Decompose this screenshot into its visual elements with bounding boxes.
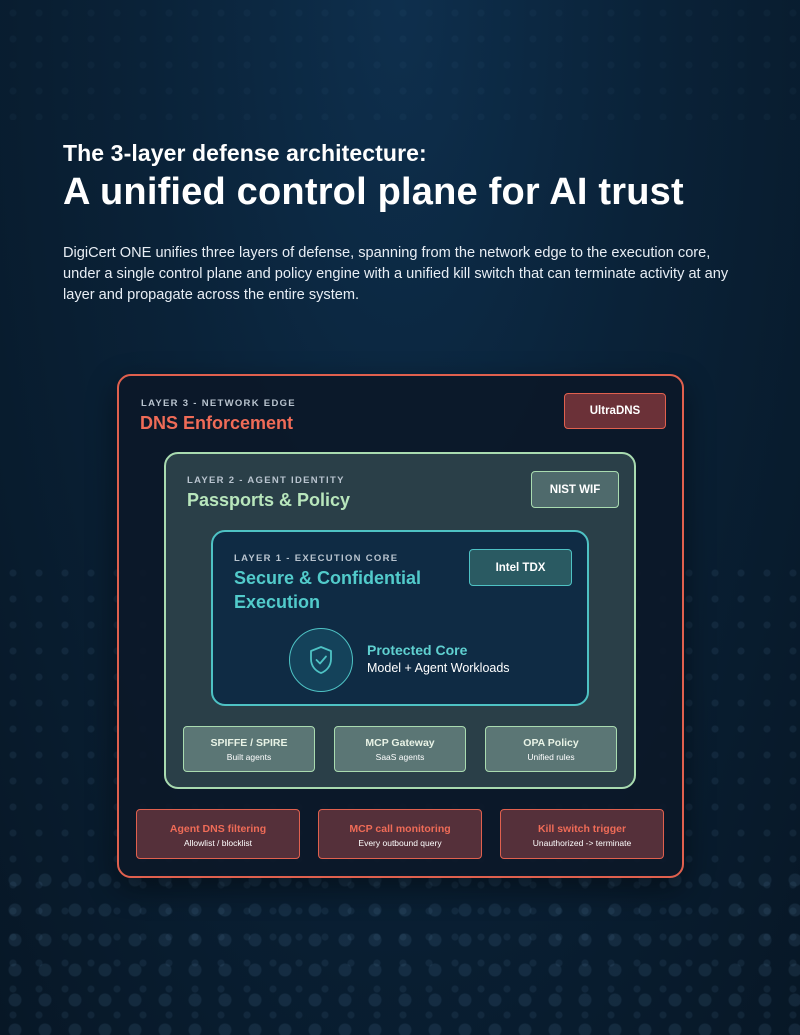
box-subtitle: Unified rules bbox=[527, 752, 575, 762]
layer-1-title: Secure & Confidential Execution bbox=[234, 568, 422, 612]
box-title: MCP call monitoring bbox=[349, 823, 451, 835]
layer-1-execution-core: LAYER 1 - EXECUTION CORE Secure & Confid… bbox=[211, 530, 589, 706]
box-subtitle: Allowlist / blocklist bbox=[183, 838, 253, 848]
layer-2-title: Passports & Policy bbox=[187, 490, 351, 510]
mcp-call-monitoring-box: MCP call monitoring Every outbound query bbox=[318, 809, 482, 859]
background-dots-bottom bbox=[0, 865, 800, 1035]
background-dots-top bbox=[0, 0, 800, 120]
layer-3-title: DNS Enforcement bbox=[140, 413, 294, 433]
layer-2-kicker: LAYER 2 - AGENT IDENTITY bbox=[187, 475, 345, 486]
intel-tdx-tag: Intel TDX bbox=[469, 549, 572, 586]
box-title: OPA Policy bbox=[523, 737, 579, 749]
page-title: A unified control plane for AI trust bbox=[63, 171, 684, 213]
ultradns-tag: UltraDNS bbox=[564, 393, 666, 429]
box-subtitle: Built agents bbox=[226, 752, 272, 762]
intro-paragraph: DigiCert ONE unifies three layers of def… bbox=[63, 245, 729, 303]
box-title: MCP Gateway bbox=[365, 737, 435, 749]
eyebrow-title: The 3-layer defense architecture: bbox=[63, 140, 427, 166]
nist-wif-tag: NIST WIF bbox=[531, 471, 619, 508]
box-subtitle: Every outbound query bbox=[358, 838, 442, 848]
layer-1-kicker: LAYER 1 - EXECUTION CORE bbox=[234, 553, 399, 564]
protected-core-subtitle: Model + Agent Workloads bbox=[367, 661, 510, 675]
box-title: Agent DNS filtering bbox=[169, 823, 267, 835]
agent-dns-filtering-box: Agent DNS filtering Allowlist / blocklis… bbox=[136, 809, 300, 859]
kill-switch-trigger-box: Kill switch trigger Unauthorized -> term… bbox=[500, 809, 664, 859]
box-subtitle: SaaS agents bbox=[375, 752, 425, 762]
page-header: The 3-layer defense architecture: A unif… bbox=[63, 140, 743, 214]
protected-core-title: Protected Core bbox=[367, 642, 468, 658]
opa-policy-box: OPA Policy Unified rules bbox=[485, 726, 617, 772]
layer-3-kicker: LAYER 3 - NETWORK EDGE bbox=[141, 398, 296, 409]
box-title: Kill switch trigger bbox=[537, 823, 627, 835]
box-title: SPIFFE / SPIRE bbox=[210, 737, 288, 749]
layer-2-agent-identity: LAYER 2 - AGENT IDENTITY Passports & Pol… bbox=[164, 452, 636, 789]
layer-3-network-edge: LAYER 3 - NETWORK EDGE DNS Enforcement U… bbox=[117, 374, 684, 878]
shield-check-icon bbox=[289, 628, 353, 692]
box-subtitle: Unauthorized -> terminate bbox=[532, 838, 632, 848]
spiffe-spire-box: SPIFFE / SPIRE Built agents bbox=[183, 726, 315, 772]
mcp-gateway-box: MCP Gateway SaaS agents bbox=[334, 726, 466, 772]
